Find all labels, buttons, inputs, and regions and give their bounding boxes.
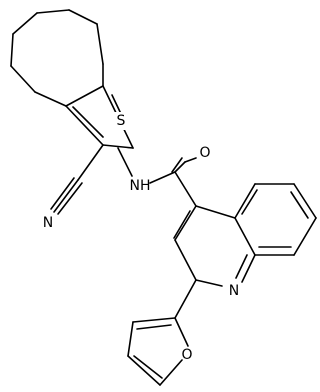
- quinoline-benzo-ring: [234, 183, 317, 256]
- bond: [77, 144, 104, 181]
- bond: [132, 317, 176, 323]
- bond: [96, 23, 104, 65]
- bond: [65, 105, 104, 146]
- bond: [174, 205, 197, 241]
- amide-linkage: [117, 147, 197, 207]
- bond: [50, 177, 75, 210]
- nitrile-nitrogen-label: N: [43, 215, 53, 231]
- bond: [293, 217, 317, 256]
- cyclooctane-ring: [10, 9, 104, 107]
- bond: [174, 317, 189, 347]
- bond: [174, 239, 197, 281]
- bond: [117, 147, 133, 177]
- atom-labels: S N NH O N O: [43, 112, 239, 363]
- thiophene-ring: [65, 63, 134, 149]
- bond: [171, 157, 183, 173]
- bond: [174, 279, 197, 319]
- carbonyl-oxygen-atom: O: [199, 145, 210, 161]
- amide-nh-atom: NH: [130, 178, 151, 194]
- bond: [234, 183, 256, 219]
- quinoline-pyridine-ring: [173, 205, 256, 287]
- bond: [36, 9, 70, 14]
- bond: [241, 254, 256, 283]
- nitrile-nitrogen-atom: N: [43, 215, 53, 231]
- bond: [102, 144, 134, 149]
- carbonyl-oxygen-label: O: [199, 145, 210, 161]
- bond: [241, 189, 258, 215]
- bond: [234, 217, 256, 256]
- bond: [102, 85, 119, 118]
- bond: [72, 106, 104, 138]
- bond: [136, 324, 172, 330]
- bond: [235, 254, 248, 279]
- bond: [149, 171, 176, 184]
- furan-oxygen-atom: O: [181, 347, 192, 363]
- bond: [174, 171, 197, 207]
- bond: [68, 9, 98, 25]
- nitrile-group: [50, 144, 104, 215]
- bond: [195, 205, 236, 219]
- bond: [195, 279, 223, 287]
- bond: [34, 91, 67, 107]
- sulfur-atom: S: [114, 112, 128, 130]
- bond: [53, 179, 79, 213]
- bond: [10, 65, 36, 93]
- bond: [174, 161, 186, 173]
- bond: [127, 321, 134, 357]
- bond: [293, 183, 317, 219]
- quinoline-nitrogen-label: N: [229, 283, 239, 299]
- bond: [65, 85, 104, 107]
- bond: [12, 12, 38, 35]
- furan-oxygen-label: O: [181, 347, 192, 363]
- bond: [127, 355, 161, 386]
- bond: [290, 191, 309, 219]
- bond: [159, 359, 183, 386]
- bond: [184, 157, 197, 163]
- furan-ring: [127, 279, 197, 386]
- quinoline-nitrogen-atom: N: [229, 283, 239, 299]
- sulfur-label: S: [117, 113, 126, 129]
- bond: [173, 210, 191, 239]
- bond: [10, 33, 14, 67]
- amide-nh-label: NH: [130, 178, 151, 194]
- bond: [57, 182, 83, 215]
- bond: [133, 355, 163, 379]
